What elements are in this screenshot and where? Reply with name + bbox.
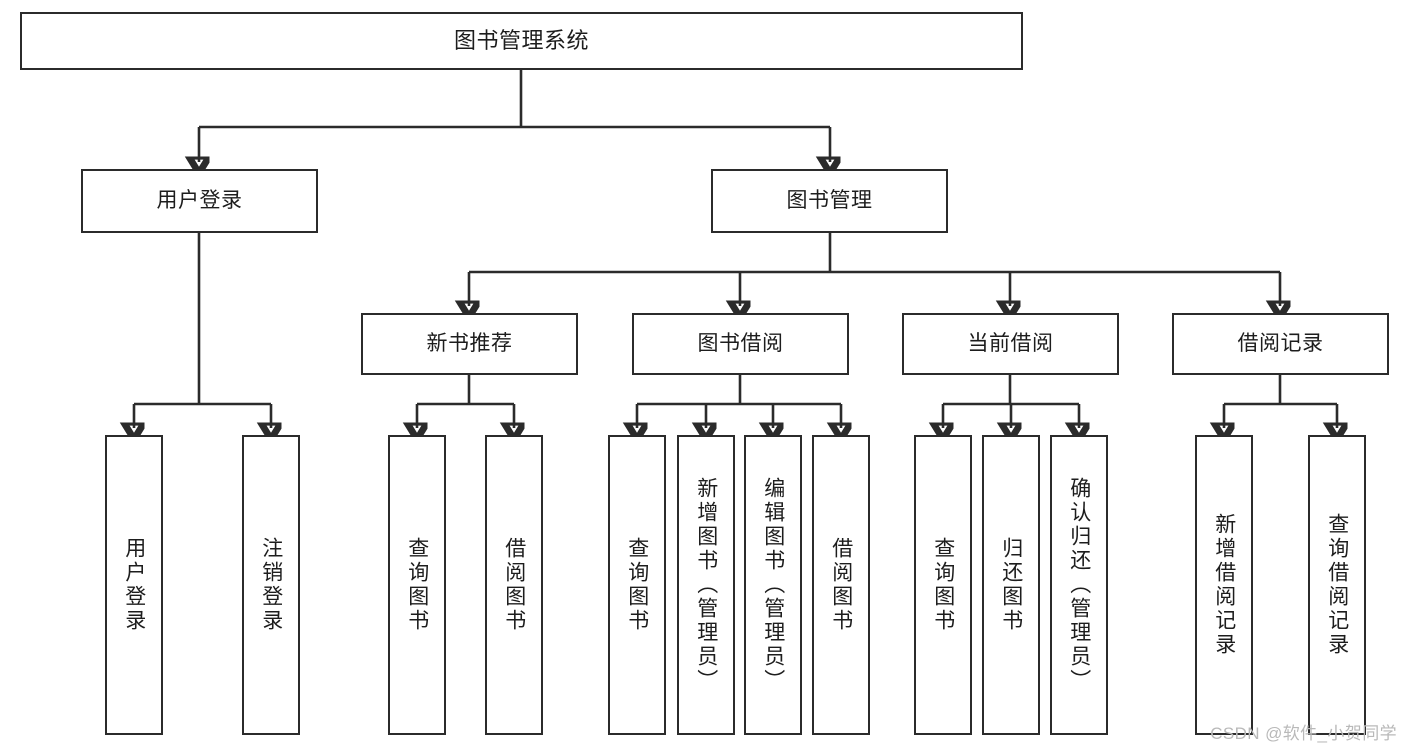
leaf-add-borrow-record[interactable]: 新增借阅记录: [1195, 435, 1253, 735]
leaf-label: 编辑图书（管理员）: [761, 477, 785, 693]
node-borrow-record[interactable]: 借阅记录: [1172, 313, 1389, 375]
leaf-return-book[interactable]: 归还图书: [982, 435, 1040, 735]
leaf-query-borrow-record[interactable]: 查询借阅记录: [1308, 435, 1366, 735]
leaf-add-book-admin[interactable]: 新增图书（管理员）: [677, 435, 735, 735]
node-user-login[interactable]: 用户登录: [81, 169, 318, 233]
leaf-label: 归还图书: [999, 537, 1023, 633]
node-label: 图书借阅: [697, 332, 784, 356]
node-label: 新书推荐: [426, 332, 513, 356]
node-label: 图书管理系统: [453, 27, 589, 53]
node-current-borrow[interactable]: 当前借阅: [902, 313, 1119, 375]
node-label: 借阅记录: [1237, 332, 1324, 356]
leaf-label: 新增借阅记录: [1212, 513, 1236, 657]
leaf-label: 查询图书: [625, 537, 649, 633]
leaf-borrow-book-recommend[interactable]: 借阅图书: [485, 435, 543, 735]
node-label: 当前借阅: [967, 332, 1054, 356]
node-label: 图书管理: [786, 189, 873, 213]
node-book-management[interactable]: 图书管理: [711, 169, 948, 233]
leaf-borrow-book[interactable]: 借阅图书: [812, 435, 870, 735]
leaf-label: 借阅图书: [829, 537, 853, 633]
leaf-label: 确认归还（管理员）: [1067, 477, 1091, 693]
leaf-query-book-recommend[interactable]: 查询图书: [388, 435, 446, 735]
leaf-label: 新增图书（管理员）: [694, 477, 718, 693]
leaf-user-logout[interactable]: 注销登录: [242, 435, 300, 735]
leaf-label: 查询图书: [931, 537, 955, 633]
node-root-system[interactable]: 图书管理系统: [20, 12, 1023, 70]
leaf-query-book-current[interactable]: 查询图书: [914, 435, 972, 735]
watermark-text: CSDN @软件_小贺同学: [1210, 724, 1397, 743]
node-new-book-recommend[interactable]: 新书推荐: [361, 313, 578, 375]
leaf-label: 查询图书: [405, 537, 429, 633]
leaf-label: 用户登录: [122, 537, 146, 633]
leaf-label: 查询借阅记录: [1325, 513, 1349, 657]
node-label: 用户登录: [156, 189, 243, 213]
leaf-label: 注销登录: [259, 537, 283, 633]
leaf-confirm-return-admin[interactable]: 确认归还（管理员）: [1050, 435, 1108, 735]
leaf-user-login[interactable]: 用户登录: [105, 435, 163, 735]
leaf-query-book-borrow[interactable]: 查询图书: [608, 435, 666, 735]
node-book-borrow[interactable]: 图书借阅: [632, 313, 849, 375]
leaf-edit-book-admin[interactable]: 编辑图书（管理员）: [744, 435, 802, 735]
leaf-label: 借阅图书: [502, 537, 526, 633]
